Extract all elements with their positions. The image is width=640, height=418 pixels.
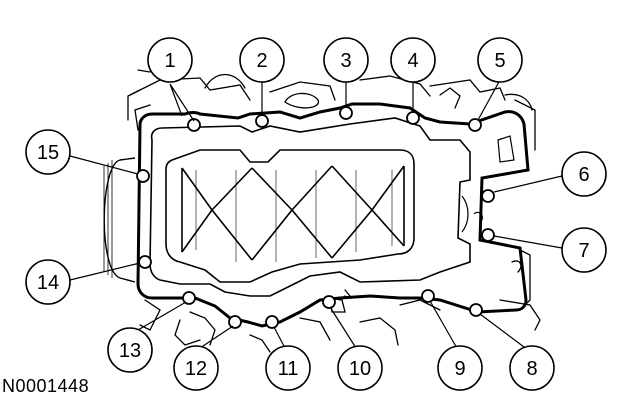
crank-pulley bbox=[103, 157, 136, 283]
bolt-5 bbox=[468, 118, 482, 132]
callout-10-label: 10 bbox=[349, 358, 371, 380]
bolt-6 bbox=[481, 189, 495, 203]
callout-14-label: 14 bbox=[37, 272, 59, 294]
bolt-markers bbox=[136, 106, 495, 329]
bolt-1 bbox=[187, 118, 201, 132]
callout-2: 2 bbox=[239, 37, 285, 83]
leader-lines bbox=[69, 79, 563, 351]
callout-1-label: 1 bbox=[164, 50, 175, 72]
callout-9-label: 9 bbox=[454, 358, 465, 380]
callout-6-label: 6 bbox=[578, 164, 589, 186]
bolt-10 bbox=[322, 295, 336, 309]
bolt-11 bbox=[265, 315, 279, 329]
oil-pan-inner-panel bbox=[149, 117, 471, 297]
callout-8: 8 bbox=[509, 345, 555, 391]
bolt-9 bbox=[421, 289, 435, 303]
callout-12: 12 bbox=[173, 345, 219, 391]
callout-2-label: 2 bbox=[256, 50, 267, 72]
bolt-14 bbox=[138, 255, 152, 269]
callout-15-label: 15 bbox=[37, 142, 59, 164]
windage-baffle bbox=[165, 149, 415, 283]
callout-8-label: 8 bbox=[526, 358, 537, 380]
callout-1: 1 bbox=[147, 37, 193, 83]
bolt-7 bbox=[481, 228, 495, 242]
bolt-12 bbox=[228, 315, 242, 329]
callout-15: 15 bbox=[25, 129, 71, 175]
pan-rear-detail bbox=[461, 135, 515, 233]
bolt-15 bbox=[136, 169, 150, 183]
bolt-13 bbox=[182, 291, 196, 305]
callout-5: 5 bbox=[477, 37, 523, 83]
bolt-4 bbox=[406, 111, 420, 125]
callout-3-label: 3 bbox=[340, 50, 351, 72]
bolt-2 bbox=[255, 114, 269, 128]
callout-5-label: 5 bbox=[494, 50, 505, 72]
callout-4: 4 bbox=[390, 37, 436, 83]
callout-11-label: 11 bbox=[278, 358, 299, 380]
oil-pan-outline bbox=[136, 102, 530, 328]
callout-10: 10 bbox=[337, 345, 383, 391]
callout-3: 3 bbox=[323, 37, 369, 83]
callout-12-label: 12 bbox=[185, 358, 207, 380]
callout-13: 13 bbox=[107, 327, 153, 373]
callout-7: 7 bbox=[561, 227, 607, 273]
figure-id: N0001448 bbox=[2, 376, 90, 396]
callouts: 1 2 3 4 5 6 7 8 bbox=[25, 37, 607, 391]
callout-7-label: 7 bbox=[578, 240, 589, 262]
callout-11: 11 bbox=[265, 345, 311, 391]
bolt-3 bbox=[339, 106, 353, 120]
callout-9: 9 bbox=[437, 345, 483, 391]
callout-14: 14 bbox=[25, 259, 71, 305]
callout-13-label: 13 bbox=[119, 340, 141, 362]
callout-6: 6 bbox=[561, 151, 607, 197]
callout-4-label: 4 bbox=[407, 50, 418, 72]
bolt-8 bbox=[469, 303, 483, 317]
